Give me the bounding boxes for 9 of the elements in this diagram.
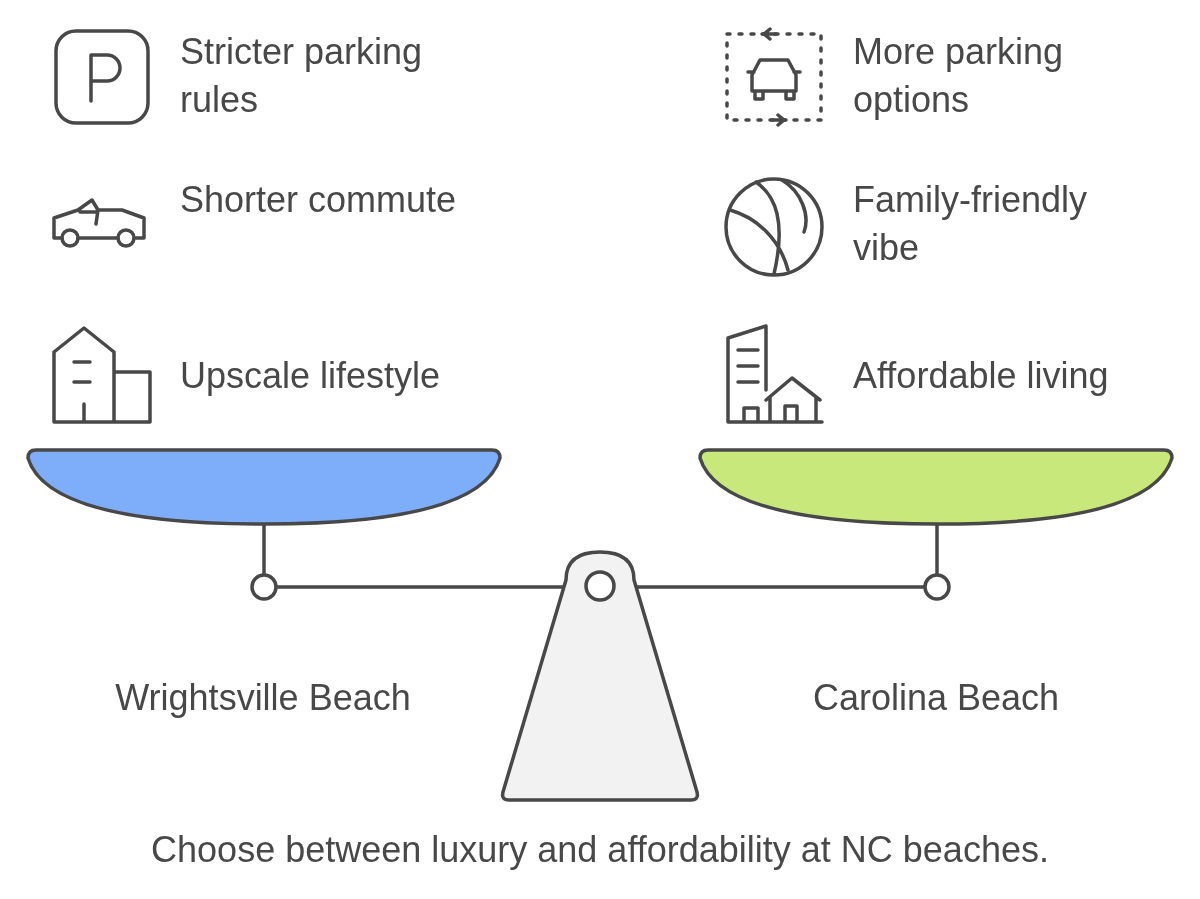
item-text: Family-friendly vibe [853, 178, 1089, 270]
item-text: Affordable living [853, 354, 1110, 398]
item-text: More parking options [853, 30, 1065, 122]
option-label: Carolina Beach [811, 676, 1061, 720]
item-text: Stricter parking rules [180, 30, 424, 122]
item-text: Upscale lifestyle [180, 354, 442, 398]
option-label: Wrightsville Beach [114, 676, 412, 720]
caption: Choose between luxury and affordability at NC beaches. [150, 828, 1050, 872]
item-text: Shorter commute [180, 178, 458, 222]
